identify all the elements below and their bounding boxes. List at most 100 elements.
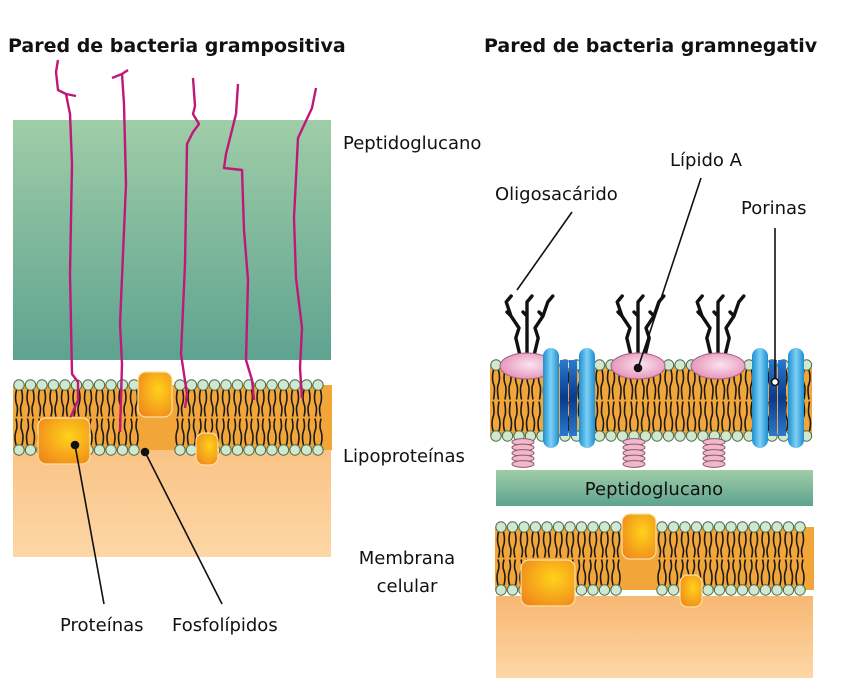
lipid-tail — [755, 559, 759, 586]
lipid-tail — [674, 531, 678, 558]
porin-outer-wall — [752, 348, 768, 448]
lipid-tail — [611, 369, 616, 400]
lipid-tail — [256, 389, 260, 417]
lipid-tail — [100, 418, 105, 446]
phospholipid-head — [289, 444, 301, 456]
lipid-tail — [496, 559, 500, 586]
phospholipid-head — [59, 379, 71, 391]
lipid-tail — [279, 389, 283, 417]
lipid-tail — [547, 531, 552, 558]
lipid-tail — [25, 418, 30, 446]
lipid-tail — [594, 401, 599, 432]
lipid-tail — [807, 369, 811, 400]
phospholipid-head — [300, 379, 313, 391]
phospholipid-head — [685, 430, 698, 442]
lipid-tail — [496, 531, 501, 558]
lipid-tail — [501, 531, 506, 558]
lipid-tail — [743, 531, 747, 558]
lipid-tail — [26, 389, 30, 417]
phospholipid-head — [312, 379, 324, 391]
lipid-tail — [784, 531, 788, 558]
gram-negative-title: Pared de bacteria gramnegativ — [484, 35, 818, 57]
phospholipid-head — [794, 521, 806, 533]
lipid-tail — [674, 559, 679, 586]
oligosaccharide-chain — [521, 294, 534, 360]
phospholipid-head — [13, 444, 25, 456]
phospholipid-head — [174, 379, 186, 391]
lipid-tail — [616, 531, 621, 558]
label-porins: Porinas — [741, 198, 806, 219]
lipid-tail — [111, 389, 116, 417]
membrane-protein — [520, 559, 576, 607]
membrane-protein — [621, 513, 657, 560]
lipid-tail — [267, 418, 271, 446]
lipid-tail — [508, 401, 513, 432]
lipid-tail — [611, 531, 616, 558]
phospholipid-head — [748, 584, 760, 596]
lipid-tail — [135, 418, 139, 446]
lipid-a-head — [690, 352, 746, 380]
phospholipid-head — [759, 521, 772, 533]
porin-inner-wall — [569, 360, 577, 436]
lipid-tail — [497, 401, 501, 432]
lipid-tail — [721, 401, 725, 432]
lipid-tail — [31, 389, 35, 417]
lipid-tail — [737, 559, 742, 586]
phospholipid-head — [47, 379, 60, 391]
lipid-tail — [709, 401, 714, 432]
phospholipid-head — [506, 584, 519, 596]
lipid-tail — [181, 418, 185, 446]
phospholipid-head — [277, 444, 290, 456]
phospholipid-head — [552, 521, 565, 533]
lipid-tail — [313, 418, 317, 446]
phospholipid-head — [185, 444, 198, 456]
phospholipid-head — [667, 521, 680, 533]
lipid-tail — [783, 559, 788, 586]
phospholipid-head — [725, 584, 737, 596]
lipoprotein-coil — [622, 460, 646, 468]
phospholipid-head — [587, 584, 599, 596]
lipid-tail — [31, 418, 36, 446]
lipid-tail — [675, 401, 679, 432]
lipid-tail — [238, 389, 242, 417]
lipid-tail — [611, 559, 615, 586]
lipid-tail — [800, 531, 805, 558]
phospholipid-head — [506, 521, 519, 533]
lipid-tail — [54, 389, 58, 417]
teichoic-acid-chain — [179, 77, 201, 409]
lipid-tail — [175, 389, 180, 417]
phospholipid-head — [185, 379, 198, 391]
lipid-tail — [203, 389, 208, 417]
lipid-tail — [531, 531, 535, 558]
phospholipid-head — [312, 444, 324, 456]
lipid-tail — [65, 389, 70, 417]
lipid-tail — [681, 401, 685, 432]
lipid-tail — [635, 401, 639, 432]
lipid-tail — [595, 369, 599, 400]
lipid-tail — [100, 389, 104, 417]
lipid-tail — [726, 531, 731, 558]
lipid-tail — [42, 389, 47, 417]
lipid-tail — [663, 559, 667, 586]
lipid-tail — [761, 531, 765, 558]
lipid-tail — [261, 389, 265, 417]
lipid-tail — [658, 401, 662, 432]
lipid-tail — [720, 559, 725, 586]
lipid-tail — [640, 401, 645, 432]
phospholipid-head — [82, 379, 94, 391]
porin-inner-wall — [769, 360, 777, 436]
lipid-tail — [542, 531, 547, 558]
phospholipid-head — [593, 359, 606, 371]
lipid-tail — [313, 389, 318, 417]
lipid-tail — [795, 559, 799, 586]
lipid-tail — [559, 531, 563, 558]
lipid-tail — [88, 389, 93, 417]
oligosaccharide-chain — [615, 294, 634, 360]
lipid-tail — [715, 531, 719, 558]
lipid-tail — [606, 369, 611, 400]
lipid-tail — [215, 389, 219, 417]
lipid-tail — [273, 418, 277, 446]
lipid-tail — [692, 401, 697, 432]
oligosaccharide-chain — [531, 294, 555, 360]
lipid-tail — [565, 531, 570, 558]
